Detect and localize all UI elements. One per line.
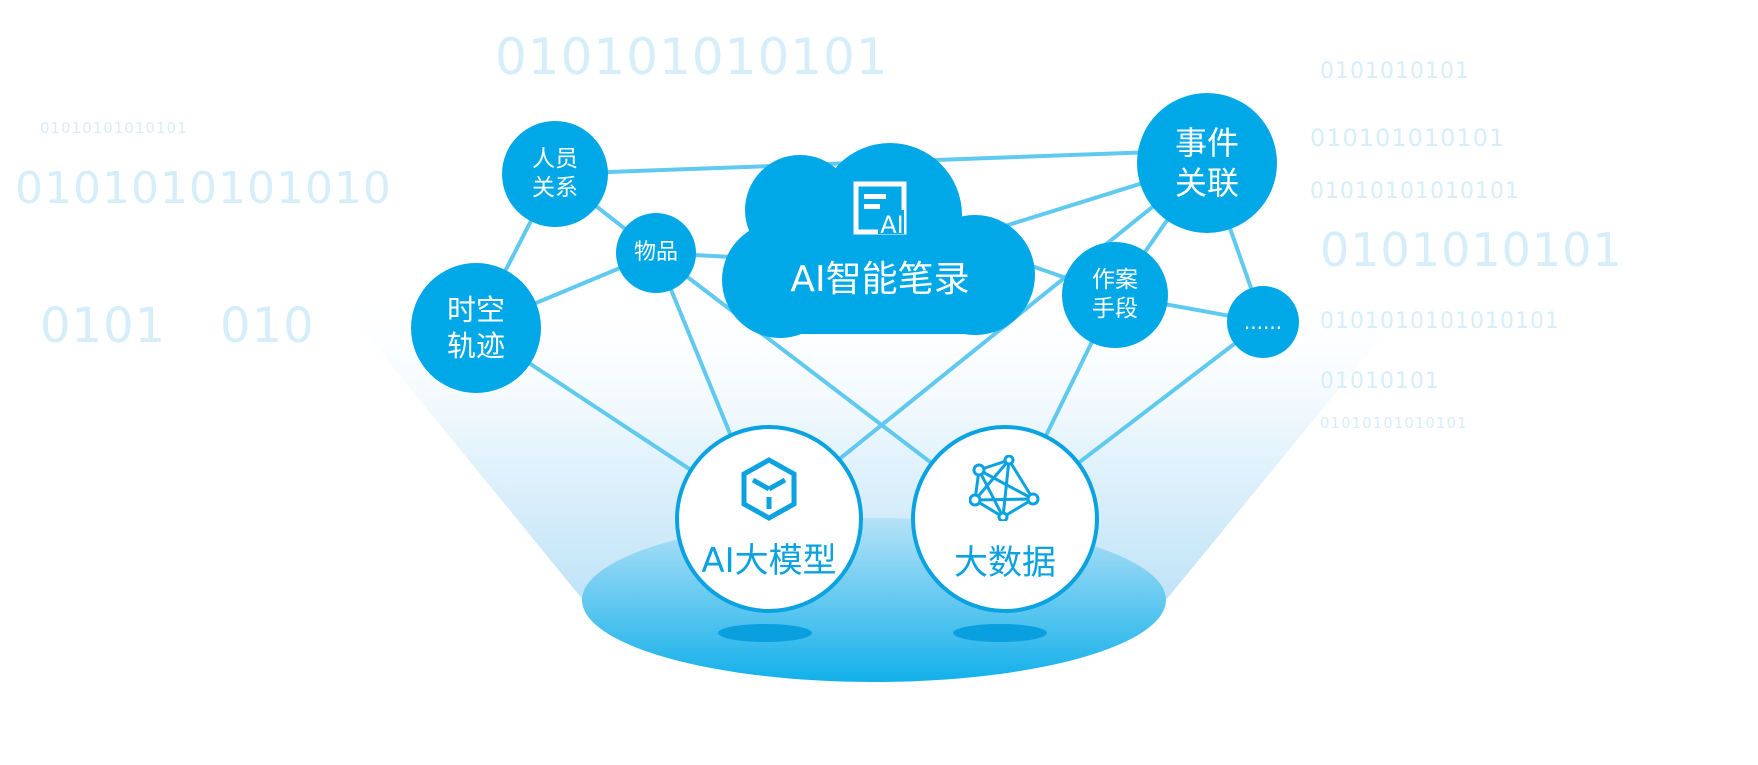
ai-document-icon: AI [853,181,907,239]
node-label: 事件 [1174,124,1239,162]
binary-text: 0101010101 [1320,223,1623,277]
foundation-ai-model: AI大模型 [675,425,863,613]
binary-text: 01010101010101 [1310,179,1520,204]
node-spacetime-trajectory: 时空轨迹 [411,263,541,393]
binary-text: 01010101010101 [40,119,188,137]
foundation-label: 大数据 [954,542,1056,583]
light-beam [330,290,1420,600]
foundation-label: AI大模型 [701,540,837,581]
node-people-relations: 人员关系 [502,121,608,227]
node-label: 轨迹 [446,329,505,363]
binary-text: 0101 [40,298,167,354]
binary-text: 0101010101010 [15,163,392,214]
cube-icon [741,456,797,521]
binary-text: 0101010101010101 [1320,309,1560,334]
binary-text: 010 [220,298,315,354]
network-graph-icon [969,454,1040,521]
node-label: 物品 [633,240,678,266]
node-label: 手段 [1092,296,1138,322]
binary-text: 010101010101 [1310,124,1506,152]
node-label: 关联 [1174,164,1239,202]
cloud-shape [722,143,1035,338]
node-crime-methods: 作案手段 [1062,242,1168,348]
foundation-big-data: 大数据 [911,425,1099,613]
cloud-hub: AI AI智能笔录 [730,180,1030,302]
node-label: 时空 [446,292,505,327]
node-label: 人员 [532,146,578,173]
binary-text: 010101010101 [495,28,889,86]
hub-title: AI智能笔录 [790,259,970,300]
binary-text: 0101010101 [1320,59,1470,84]
node-label: 作案 [1092,267,1138,294]
node-items: 物品 [616,213,696,293]
shadow-ai-model [718,624,812,642]
node-event-association: 事件关联 [1137,93,1277,233]
binary-text: 01010101 [1320,369,1440,394]
node-label: ...... [1243,309,1283,334]
node-more: ...... [1227,286,1299,358]
shadow-big-data [953,624,1047,642]
svg-text:AI: AI [880,211,904,236]
binary-text: 01010101010101 [1320,414,1468,432]
node-label: 关系 [532,175,578,201]
